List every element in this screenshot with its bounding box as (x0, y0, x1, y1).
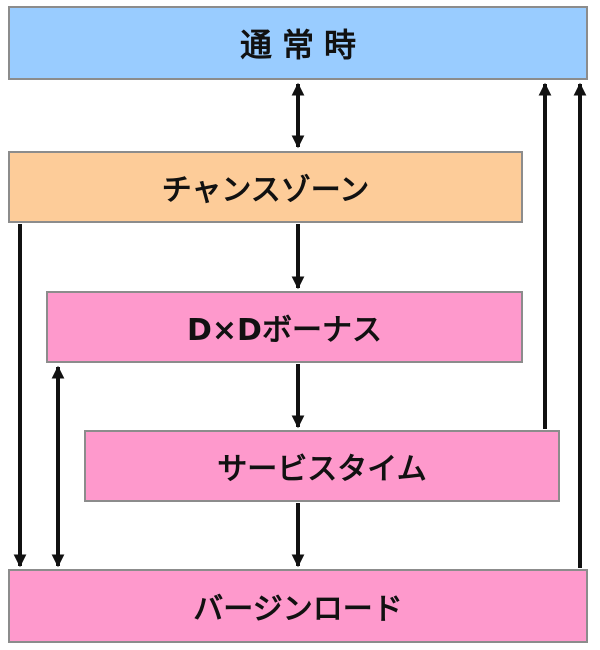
node-chance-zone: チャンスゾーン (8, 151, 523, 223)
node-normal: 通常時 (8, 6, 588, 80)
node-service-time: サービスタイム (84, 430, 560, 502)
node-dxd-bonus: D×Dボーナス (46, 291, 523, 363)
node-virgin-road: バージンロード (8, 569, 588, 643)
